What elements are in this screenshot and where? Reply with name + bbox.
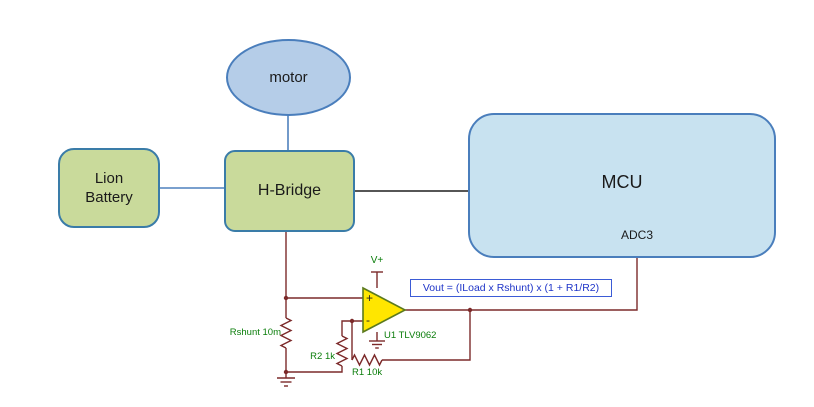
- r1-label: R1 10k: [352, 367, 383, 378]
- opamp-ground-symbol: [369, 332, 385, 349]
- mcu-block: MCU: [468, 113, 776, 258]
- junction-dot: [349, 318, 355, 324]
- rshunt-label: Rshunt 10m: [229, 327, 281, 338]
- r1-resistor: [351, 353, 383, 367]
- vplus-symbol: [371, 271, 383, 288]
- junction-dot: [283, 369, 289, 375]
- opamp-minus-sign: -: [366, 313, 370, 327]
- rshunt-resistor: [279, 317, 293, 349]
- opamp-triangle: [362, 286, 407, 334]
- opamp-plus-sign: +: [366, 291, 374, 305]
- motor-label: motor: [269, 69, 308, 86]
- opamp-designator-label: U1 TLV9062: [384, 330, 437, 341]
- battery-label: Lion Battery: [85, 169, 133, 207]
- r2-resistor: [335, 335, 349, 367]
- junction-dot: [283, 295, 289, 301]
- mcu-label: MCU: [601, 172, 643, 192]
- vplus-label: V+: [370, 255, 384, 266]
- adc3-pin-label: ADC3: [620, 228, 653, 242]
- motor-block: motor: [226, 39, 351, 116]
- hbridge-block: H-Bridge: [224, 150, 355, 232]
- junction-dot: [467, 307, 473, 313]
- formula-box: Vout = (ILoad x Rshunt) x (1 + R1/R2): [410, 279, 612, 297]
- hbridge-label: H-Bridge: [257, 182, 322, 199]
- battery-block: Lion Battery: [58, 148, 160, 228]
- r2-ground-wire: [286, 366, 343, 373]
- r1-feedback-wire: [382, 310, 471, 361]
- ground-symbol-main: [277, 377, 295, 387]
- minus-input-wire: [341, 320, 363, 336]
- output-adc3-wire: [405, 258, 638, 311]
- r2-label: R2 1k: [310, 351, 335, 362]
